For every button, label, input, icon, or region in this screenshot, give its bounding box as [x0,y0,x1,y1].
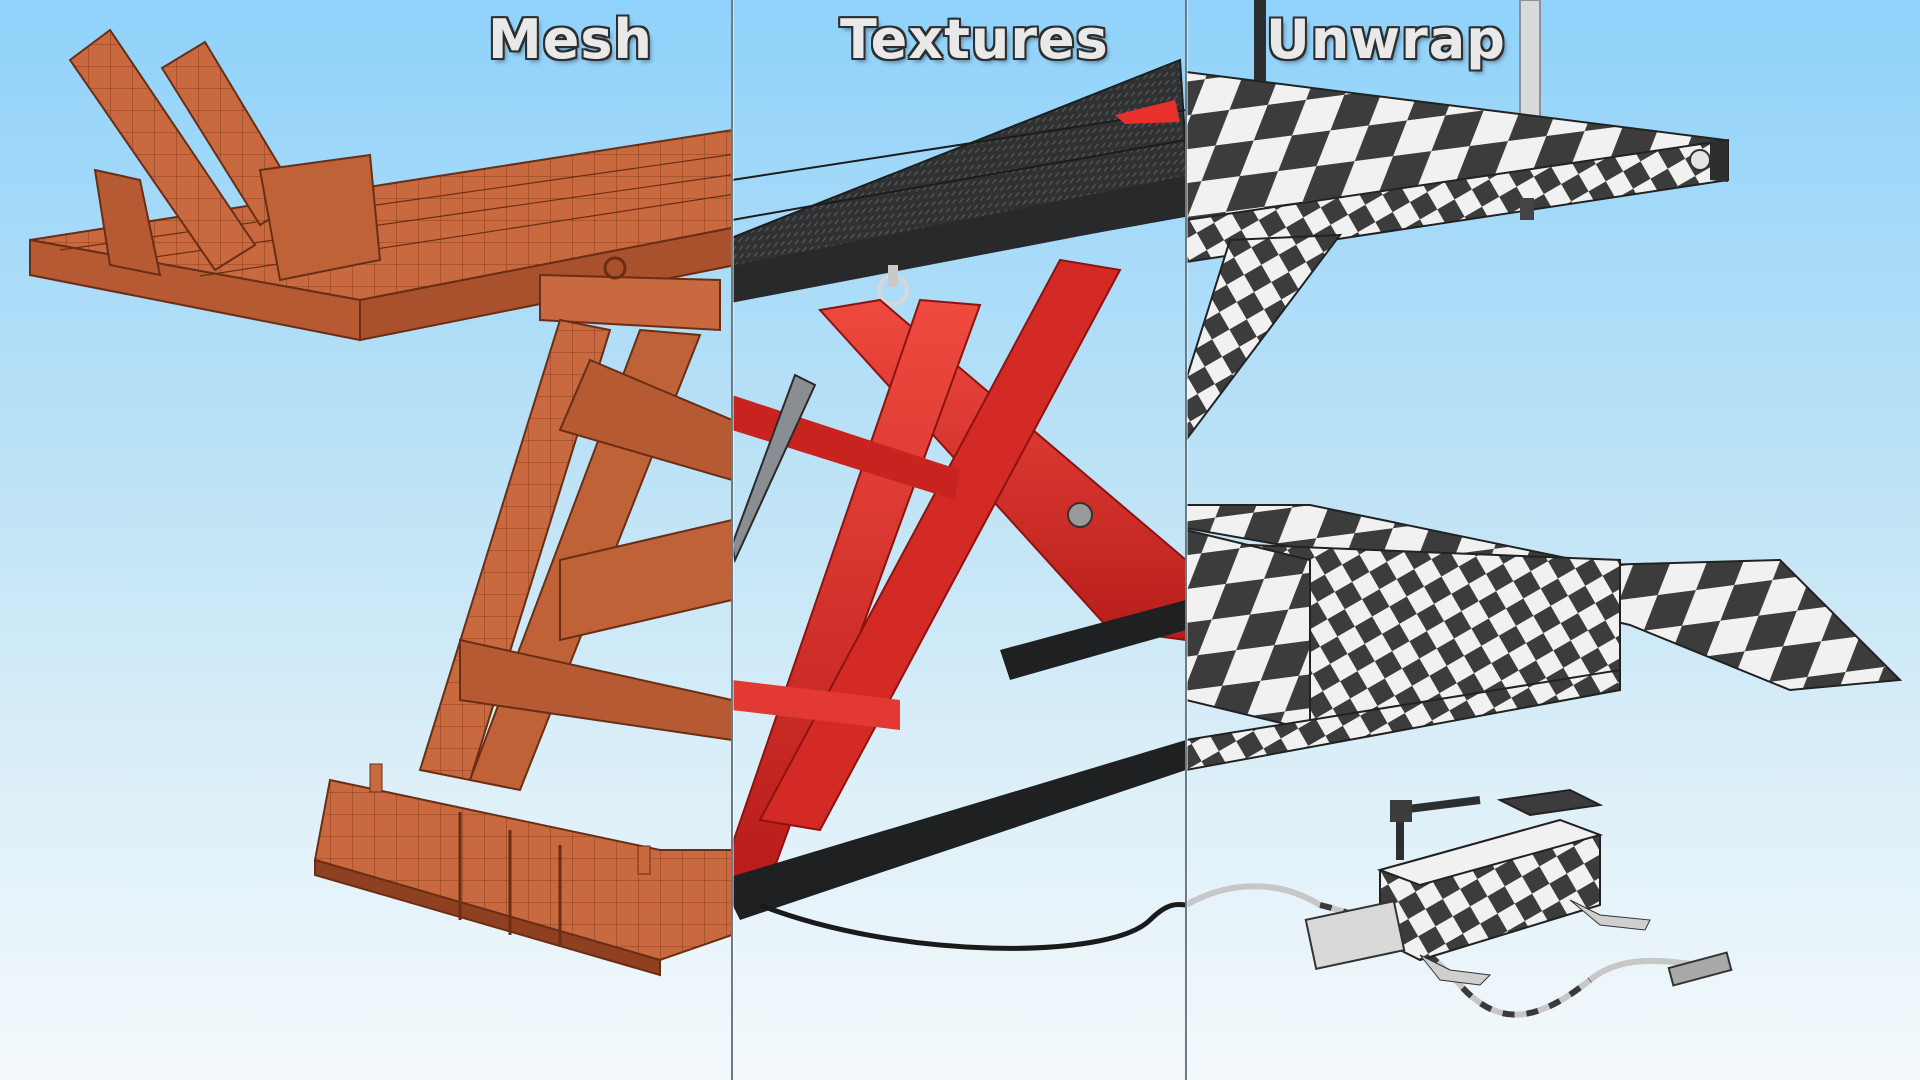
panel-label-mesh: Mesh [488,8,653,71]
divider-left [731,0,733,1080]
mesh-panel-render [29,28,732,977]
divider-right [1185,0,1187,1080]
unwrap-panel-render [1186,0,1903,1018]
hydraulic-foot-pump-illustration [1304,788,1733,987]
textures-panel-render [732,58,1186,951]
panel-label-unwrap: Unwrap [1266,8,1506,71]
panel-label-textures: Textures [840,8,1109,71]
